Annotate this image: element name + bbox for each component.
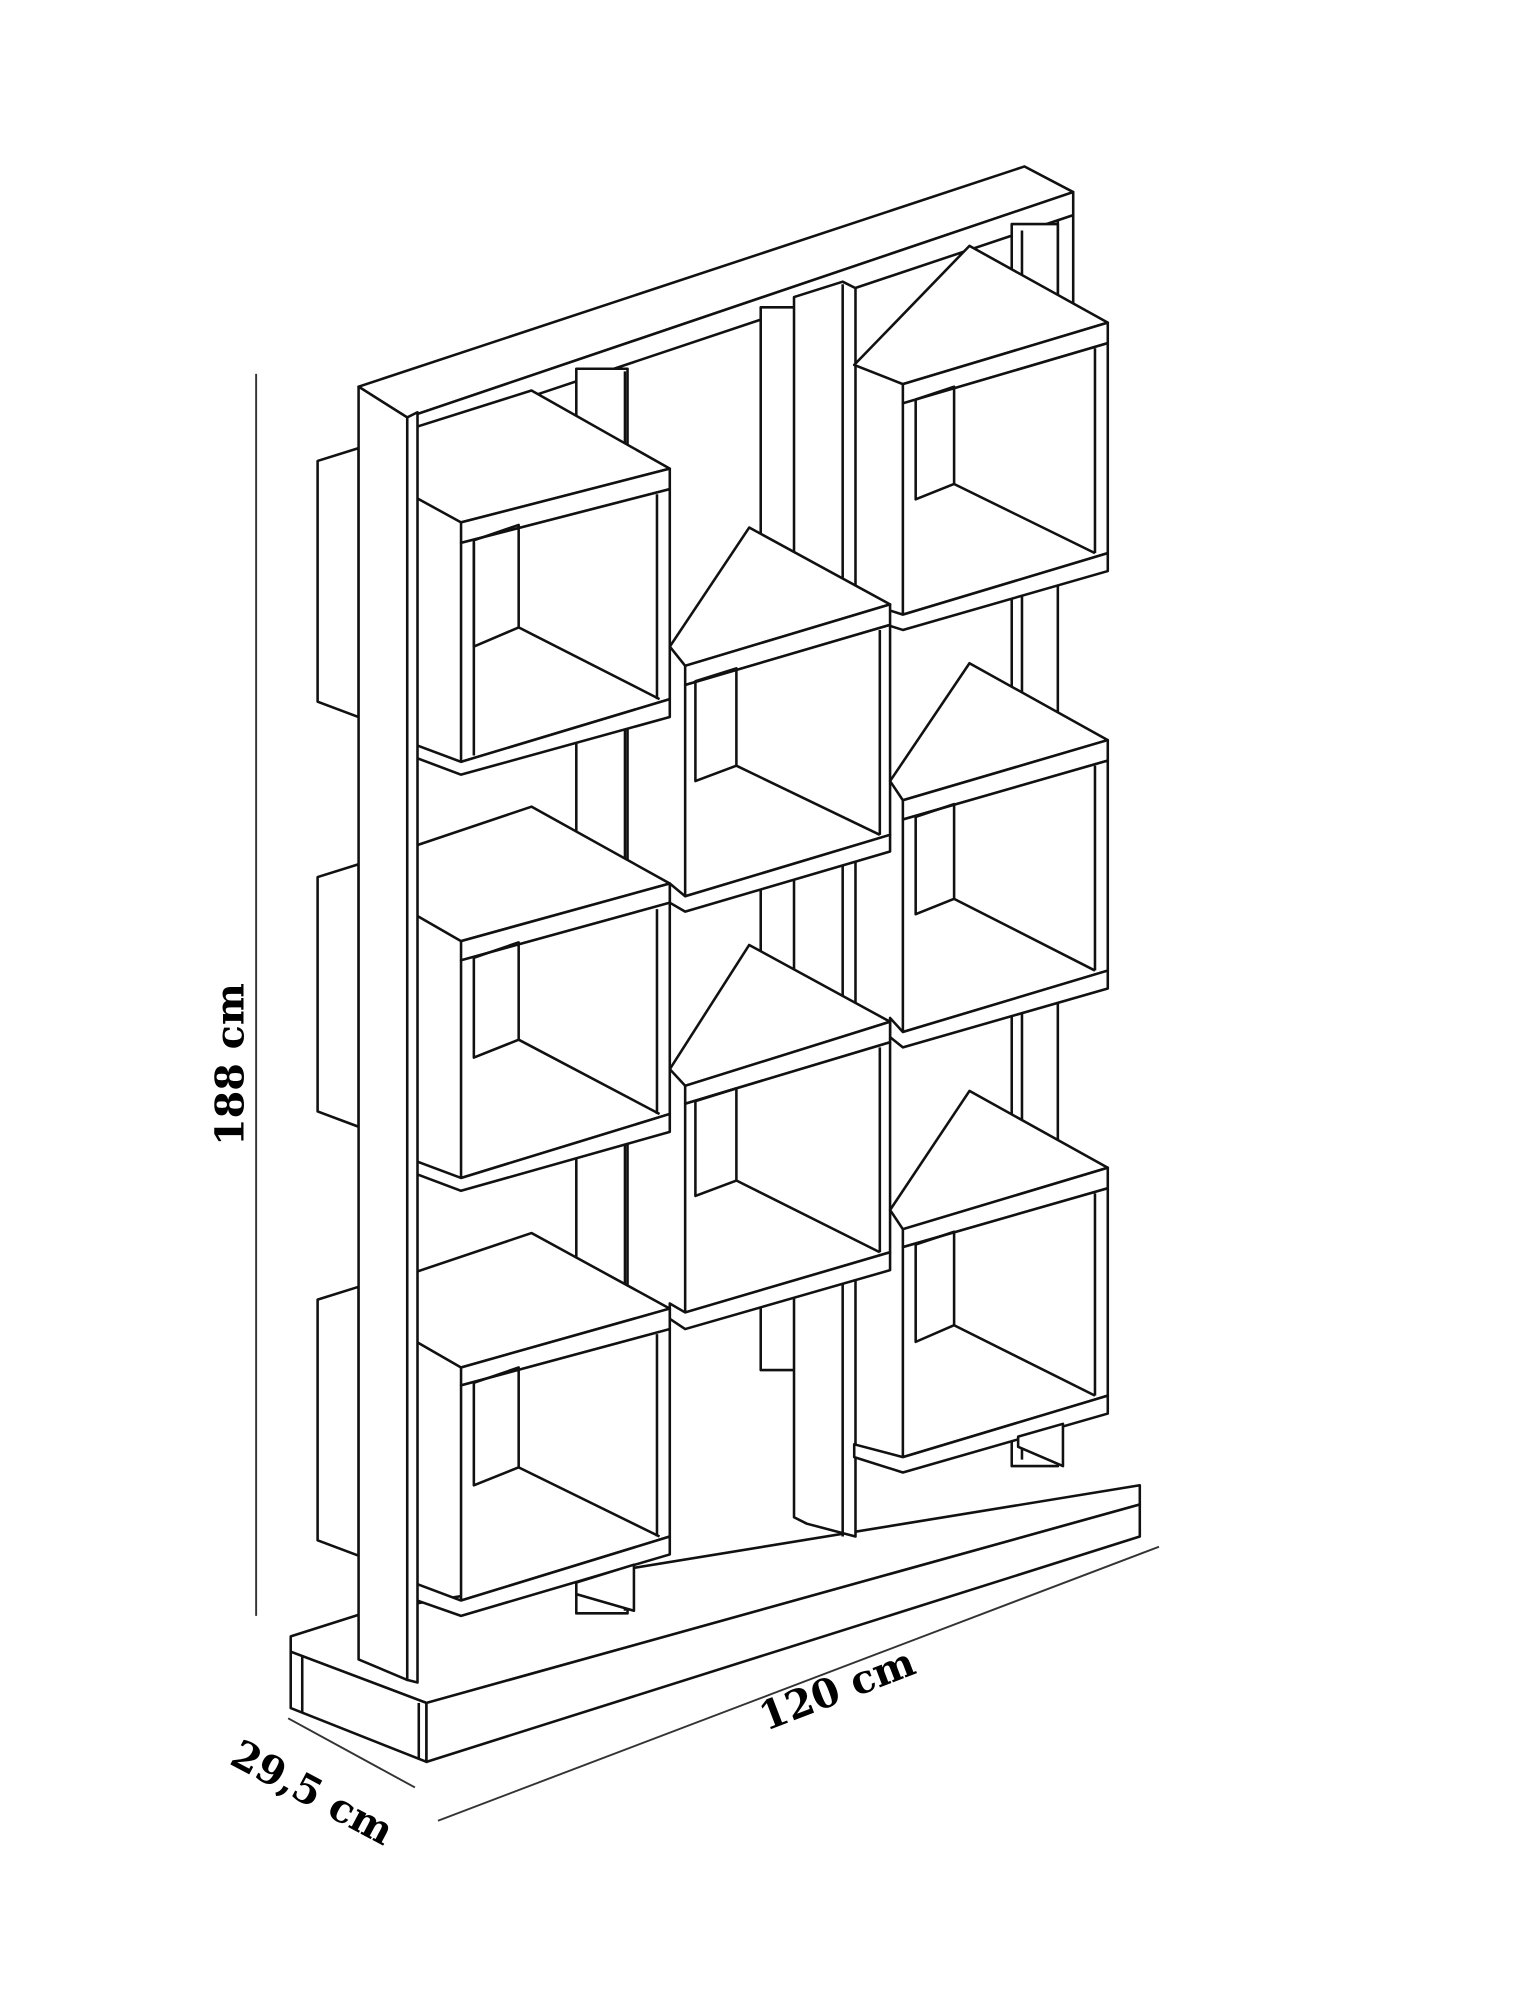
- width-label: 120 cm: [753, 1639, 922, 1740]
- cube-top-left: [408, 389, 672, 776]
- cube-bottom-right: [852, 1089, 1110, 1474]
- front-left-post: [357, 385, 419, 1684]
- base-plinth: [289, 1483, 1142, 1764]
- depth-label: 29,5 cm: [223, 1731, 401, 1855]
- cube-bottom-left: [408, 1231, 672, 1618]
- cube-middle-center: [668, 943, 892, 1331]
- cube-middle-right: [888, 661, 1110, 1049]
- depth-dimension-line: [287, 1717, 416, 1789]
- cube-middle-left: [408, 805, 672, 1193]
- height-label: 188 cm: [207, 983, 253, 1146]
- width-dimension-line: [437, 1545, 1160, 1822]
- center-post: [792, 280, 857, 1538]
- left-side-panels: [316, 446, 360, 1557]
- cube-top-right: [852, 244, 1110, 632]
- dimension-lines: [255, 373, 1160, 1822]
- cube-middle-top: [668, 526, 892, 913]
